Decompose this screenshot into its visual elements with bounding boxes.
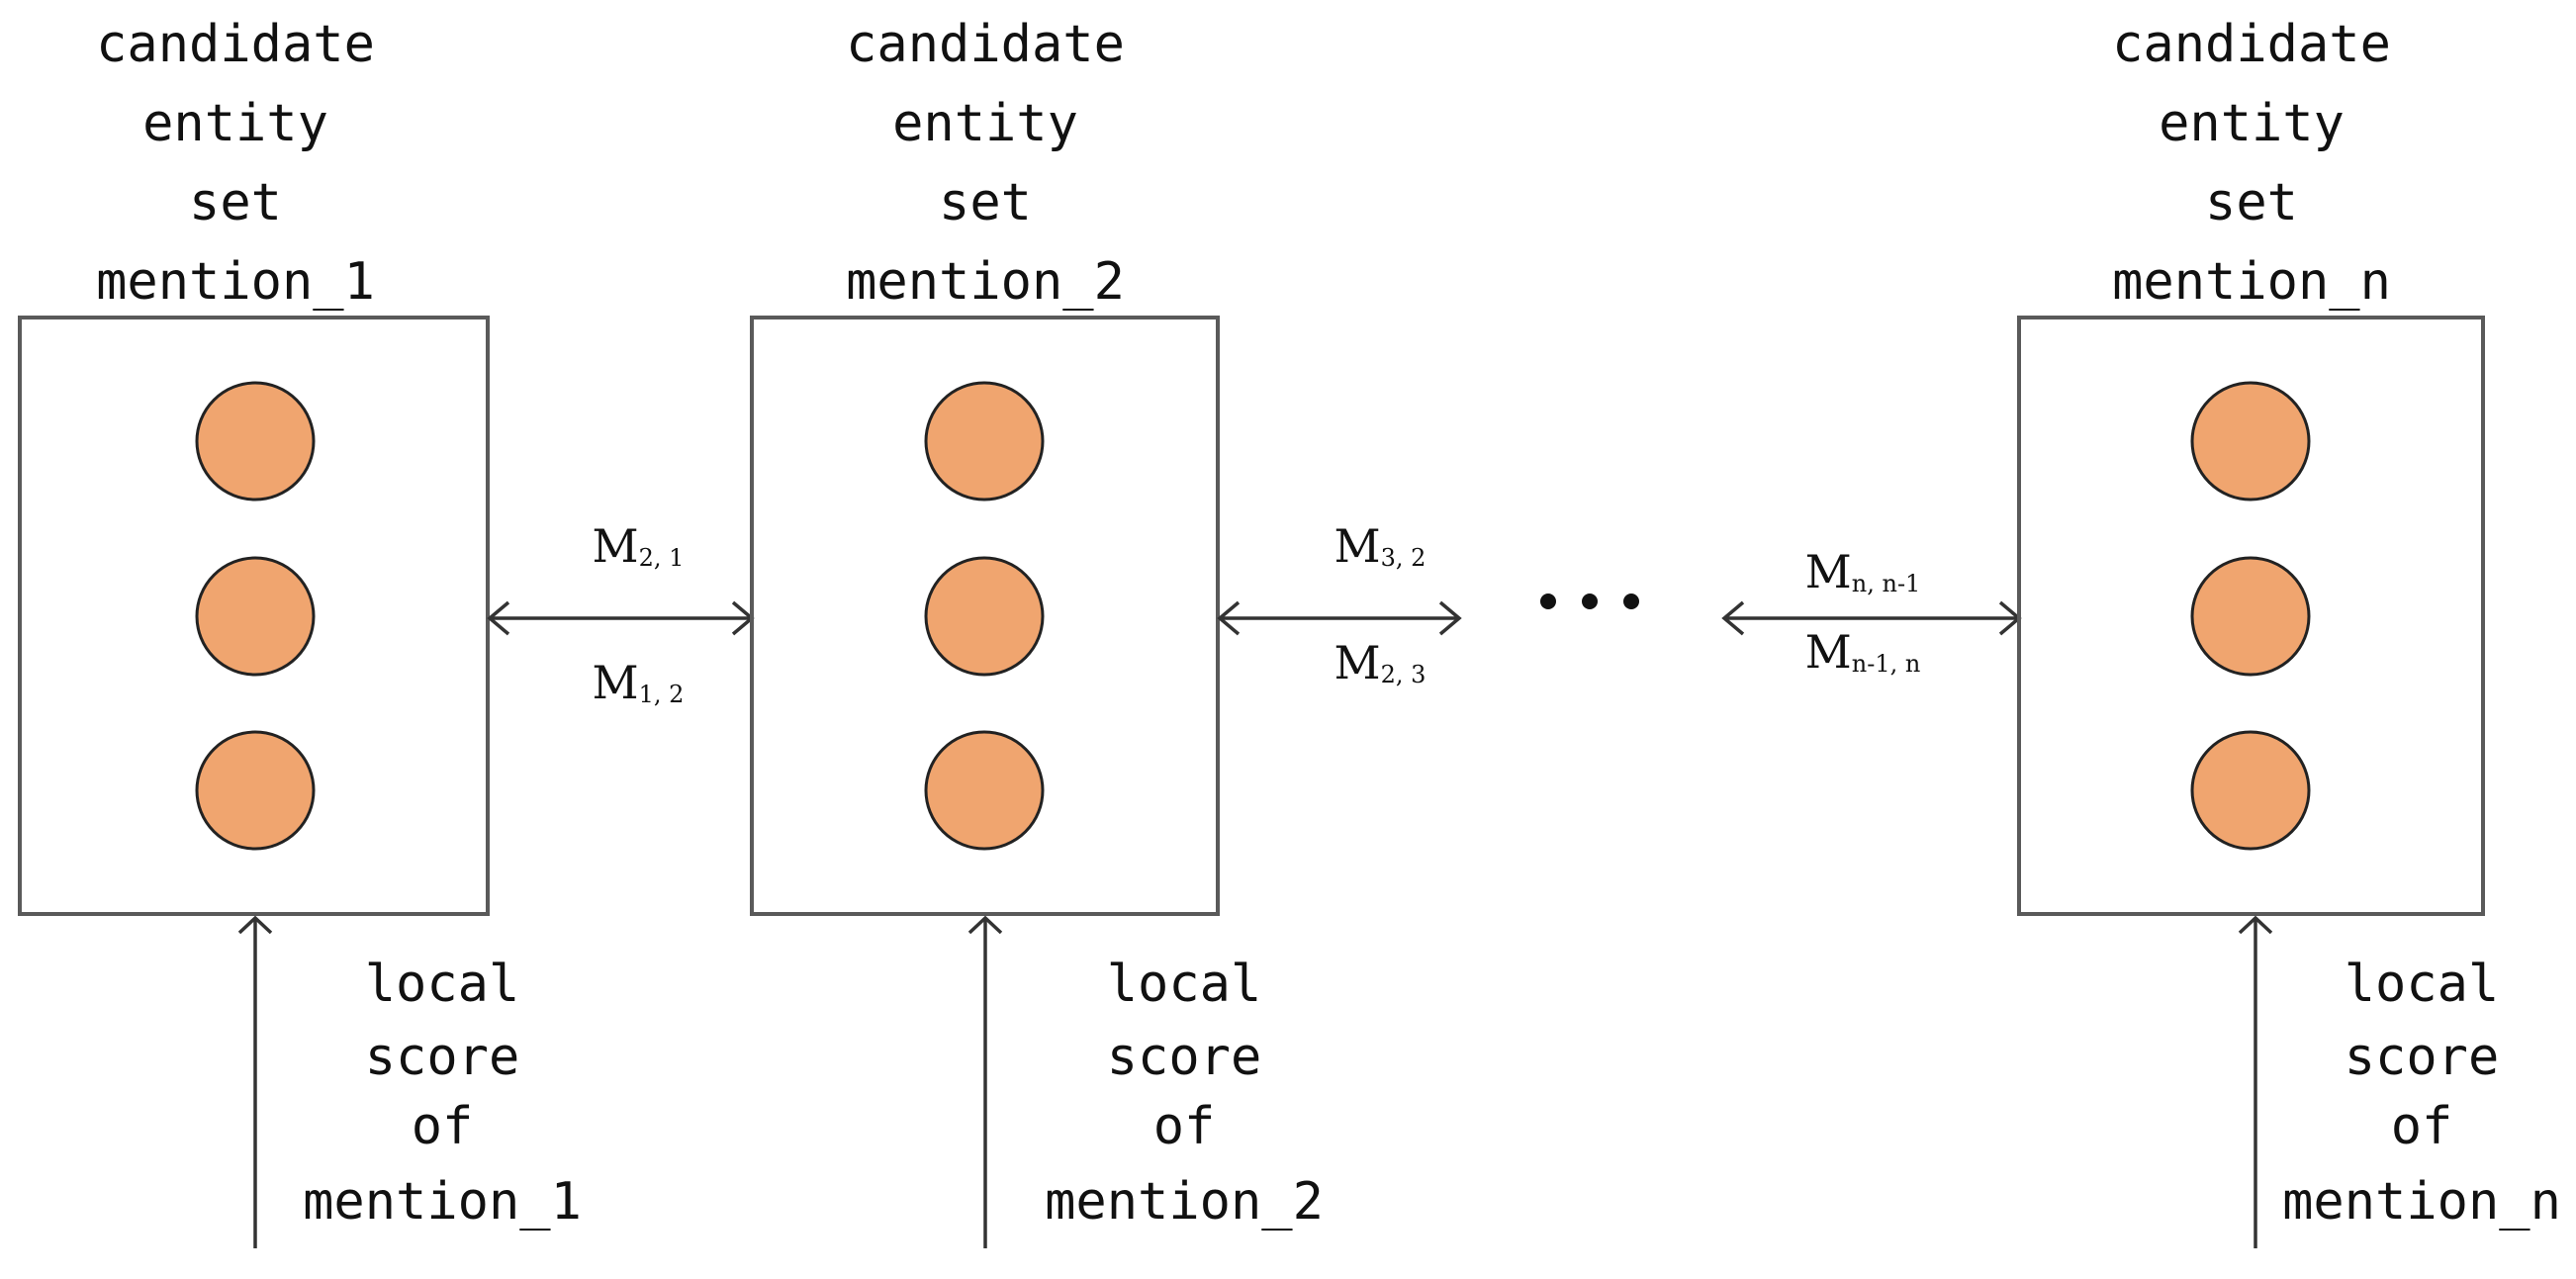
title-line: mention_1 [96, 252, 375, 312]
ellipsis-dot [1540, 594, 1556, 609]
score-line: of [1153, 1097, 1216, 1156]
message-label-top: Mn, n-1 [1805, 545, 1921, 598]
ellipsis-dot [1623, 594, 1639, 609]
title-line: entity [2159, 94, 2345, 153]
title-line: candidate [2112, 15, 2391, 74]
title-line: candidate [846, 15, 1125, 74]
mention-group-n: candidate entity set mention_n local sco… [2017, 15, 2561, 1248]
score-line: local [2345, 955, 2500, 1014]
ellipsis-dot [1582, 594, 1598, 609]
score-line: score [365, 1028, 520, 1087]
title-line: set [189, 173, 282, 232]
candidate-entity-node [195, 730, 316, 851]
mention-group-2: candidate entity set mention_2 local sco… [750, 15, 1324, 1248]
candidate-entity-node [195, 381, 316, 502]
arrowhead-left [1217, 600, 1241, 636]
title-line: mention_2 [846, 252, 1125, 312]
candidate-entity-node [924, 381, 1045, 502]
candidate-set-box [750, 316, 1220, 916]
message-label-bottom: Mn-1, n [1805, 625, 1921, 679]
score-line: of [412, 1097, 474, 1156]
score-line: mention_2 [1045, 1172, 1324, 1232]
score-line: mention_1 [303, 1172, 582, 1232]
score-line: local [365, 955, 520, 1014]
candidate-entity-node [924, 556, 1045, 677]
arrowhead-left [487, 600, 510, 636]
local-score-arrowhead [237, 915, 273, 935]
candidate-set-box [18, 316, 490, 916]
candidate-entity-node [2190, 381, 2311, 502]
candidate-entity-node [2190, 730, 2311, 851]
arrowhead-right [1438, 600, 1462, 636]
candidate-set-box [2017, 316, 2485, 916]
candidate-entity-node [2190, 556, 2311, 677]
candidate-entity-node [924, 730, 1045, 851]
title-line: entity [892, 94, 1078, 153]
arrowhead-left [1721, 600, 1745, 636]
message-label-bottom: M1, 2 [593, 656, 685, 709]
local-score-arrowhead [967, 915, 1003, 935]
link-2-3: M3, 2 M2, 3 [1217, 519, 1462, 689]
title-line: set [939, 173, 1032, 232]
local-score-arrowhead [2238, 915, 2273, 935]
title-line: set [2205, 173, 2298, 232]
title-line: entity [142, 94, 328, 153]
ellipsis-dots: ••• [1540, 594, 1639, 609]
link-1-2: M2, 1 M1, 2 [487, 519, 755, 709]
title-line: mention_n [2112, 252, 2391, 312]
score-line: of [2391, 1097, 2453, 1156]
message-label-top: M2, 1 [593, 519, 685, 573]
score-line: mention_n [2282, 1172, 2561, 1232]
score-line: score [1107, 1028, 1262, 1087]
message-label-bottom: M2, 3 [1334, 636, 1426, 689]
candidate-entity-node [195, 556, 316, 677]
score-line: score [2345, 1028, 2500, 1087]
mention-group-1: candidate entity set mention_1 local sco… [18, 15, 582, 1248]
title-line: candidate [96, 15, 375, 74]
link-n-1-n: Mn, n-1 Mn-1, n [1721, 545, 2022, 679]
score-line: local [1107, 955, 1262, 1014]
message-label-top: M3, 2 [1334, 519, 1426, 573]
